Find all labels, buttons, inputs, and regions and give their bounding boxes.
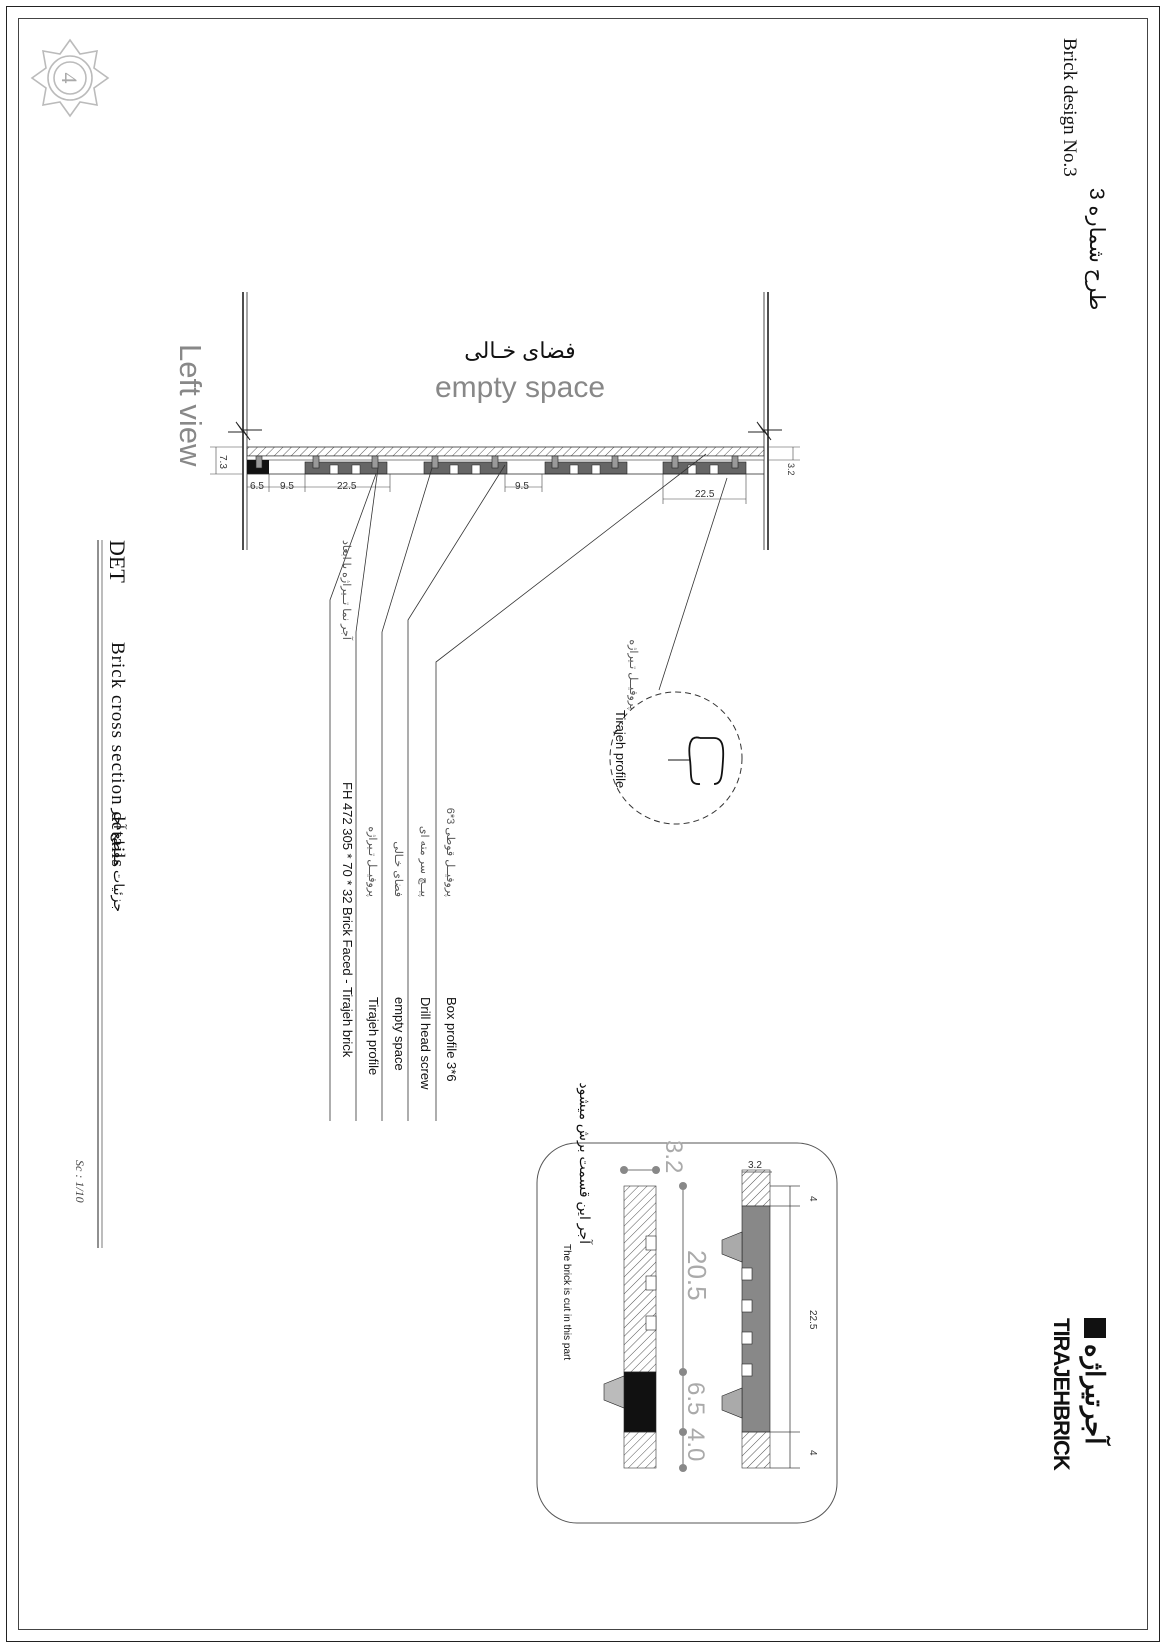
section-title-fa: جزئیات مقطع آجر (110, 807, 128, 912)
callout-brick-en: FH 472 305 * 70 * 32 Brick Faced - Tiraj… (340, 782, 355, 1058)
callout-box-profile-en: Box profile 3*6 (444, 997, 459, 1082)
section-title-block: DET Brick cross section details جزئیات م… (73, 540, 130, 1248)
detail-note-fa: آجر این قسمت برش میشود (576, 1082, 594, 1245)
dim-7-3: 7.3 (217, 455, 228, 469)
profile-detail-fa: پروفیــل تـیراژه (627, 639, 639, 710)
logo-number: 4 (57, 73, 82, 84)
detail-dim-22-5: 22.5 (807, 1310, 818, 1330)
view-label: Left view (173, 344, 208, 467)
inner-frame (18, 18, 1148, 1630)
detail-dim-4-0: 4.0 (682, 1428, 709, 1461)
callout-leaders (329, 453, 728, 897)
dim-9-5-b: 9.5 (515, 481, 529, 492)
detail-dim-4-left: 4 (807, 1196, 818, 1202)
callout-profile-en: Tirajeh profile (366, 997, 381, 1075)
brand-name-en: TIRAJEHBRICK (1049, 1318, 1074, 1471)
dim-22-5-a: 22.5 (337, 481, 357, 492)
section-title-en: Brick cross section details (107, 642, 128, 868)
dim-3-2: 3.2 (786, 463, 796, 476)
detail-dim-4-right: 4 (807, 1450, 818, 1456)
callout-profile-fa: پروفیــل تـیراژه (366, 826, 378, 897)
callout-space-fa: فضای خـالی (392, 841, 404, 897)
rosette-logo: 4 (30, 38, 110, 118)
dim-22-5-b: 22.5 (695, 489, 715, 500)
design-title-en: Brick design No.3 (1059, 38, 1080, 177)
dim-9-5-a: 9.5 (280, 481, 294, 492)
callout-screw-en: Drill head screw (418, 997, 433, 1090)
brand-logo: آجرتیراژه TIRAJEHBRICK (1049, 1318, 1112, 1471)
profile-detail-en: Tirajeh profile (613, 710, 628, 788)
detail-dim-20-5: 20.5 (682, 1250, 712, 1301)
dim-6-5: 6.5 (250, 481, 264, 492)
callout-texts: پروفیــل قوطی 3*6 Box profile 3*6 پیــچ … (329, 540, 459, 1121)
space-label-fa: فضای خـالی (464, 338, 575, 363)
scale-label: Sc : 1/10 (73, 1160, 87, 1203)
detail-dim-3-2-big: 3.2 (660, 1140, 687, 1173)
detail-dim-3-2-small: 3.2 (748, 1160, 762, 1171)
callout-box-profile-fa: پروفیــل قوطی 3*6 (444, 808, 456, 897)
callout-screw-fa: پیــچ سر مته ای (418, 826, 430, 897)
callout-brick-fa: آجر نما تــیراژه با ابعاد (340, 540, 353, 641)
outer-frame (6, 6, 1160, 1642)
space-label-en: empty space (435, 371, 605, 404)
det-label: DET (105, 540, 130, 583)
brand-mark-icon (1084, 1318, 1106, 1338)
main-section-view: 7.3 6.5 9.5 22.5 9.5 3.2 22.5 فضای خـالی… (173, 292, 800, 550)
callout-space-en: empty space (392, 997, 407, 1071)
brand-name-fa: آجرتیراژه (1079, 1344, 1112, 1446)
detail-dim-6-5: 6.5 (682, 1382, 709, 1415)
profile-detail: پروفیــل تـیراژه Tirajeh profile (609, 639, 743, 825)
design-title-fa: طرح شماره 3 (1084, 188, 1108, 311)
brick-detail: 3.2 4 22.5 4 3.2 20.5 6.5 4.0 آجر این قس… (536, 1082, 838, 1524)
detail-note-en: The brick is cut in this part (561, 1244, 572, 1360)
